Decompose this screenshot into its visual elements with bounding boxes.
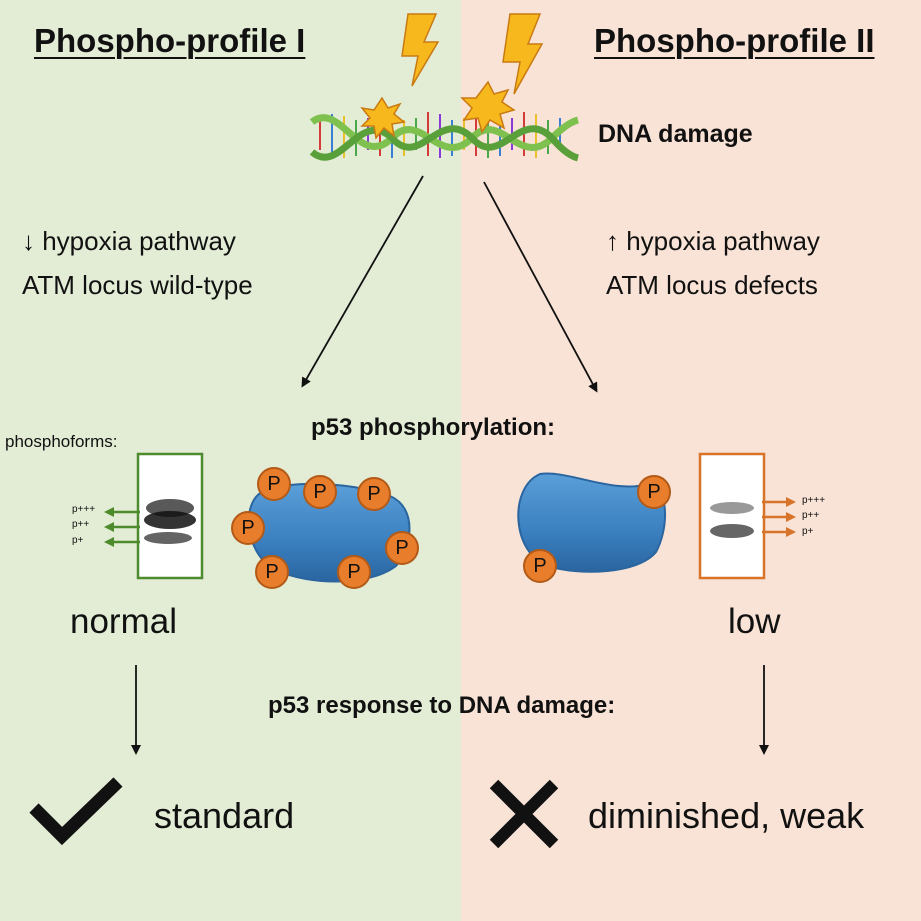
lightning-bolt-icon [502, 13, 544, 95]
phosphate-group-icon: P [257, 467, 291, 501]
cross-icon [489, 779, 559, 849]
band-label-right: p+++ [802, 495, 826, 506]
right-condition-hypoxia: ↑ hypoxia pathway [606, 226, 820, 256]
dna-damage-label: DNA damage [598, 120, 753, 148]
checkmark-icon [29, 777, 123, 846]
band-label-left: p+++ [72, 504, 96, 515]
phosphorylation-level-low: low [728, 602, 781, 641]
band-label-right: p+ [802, 526, 814, 537]
left-condition-atm: ATM locus wild-type [22, 270, 253, 300]
phosphorylation-level-normal: normal [70, 602, 177, 641]
band-label-left: p+ [72, 535, 84, 546]
band-arrows-right [762, 497, 796, 537]
arrow-to-profile-i [301, 175, 424, 388]
phospho-profile-i-title: Phospho-profile I [34, 22, 306, 59]
right-condition-atm: ATM locus defects [606, 270, 818, 300]
outcome-diminished-weak: diminished, weak [588, 795, 865, 836]
phospho-profile-i-panel [0, 0, 461, 921]
p53-protein-low-phosphorylated [517, 472, 666, 573]
band-arrows-left [104, 507, 140, 547]
phosphate-group-icon: P [523, 549, 557, 583]
left-condition-hypoxia: ↓ hypoxia pathway [22, 226, 236, 256]
damage-burst-icon [360, 96, 406, 140]
phosphate-group-icon: P [303, 475, 337, 509]
western-blot-right [698, 452, 766, 580]
phosphate-group-icon: P [637, 475, 671, 509]
western-blot-left [136, 452, 204, 580]
phospho-profile-ii-title: Phospho-profile II [594, 22, 875, 59]
phosphate-group-icon: P [337, 555, 371, 589]
phosphoforms-label: phosphoforms: [5, 432, 118, 451]
p53-response-label: p53 response to DNA damage: [268, 692, 616, 719]
phosphate-group-icon: P [231, 511, 265, 545]
dna-helix-icon [309, 112, 580, 162]
phospho-profile-ii-panel [461, 0, 921, 921]
lightning-bolt-icon [401, 13, 440, 87]
phosphate-group-icon: P [255, 555, 289, 589]
damage-burst-icon [460, 80, 516, 134]
outcome-standard: standard [154, 795, 295, 836]
arrow-to-profile-ii [483, 181, 598, 393]
phosphate-group-icon: P [385, 531, 419, 565]
band-label-right: p++ [802, 510, 820, 521]
band-label-left: p++ [72, 519, 90, 530]
p53-phosphorylation-label: p53 phosphorylation: [311, 414, 556, 441]
phosphate-group-icon: P [357, 477, 391, 511]
